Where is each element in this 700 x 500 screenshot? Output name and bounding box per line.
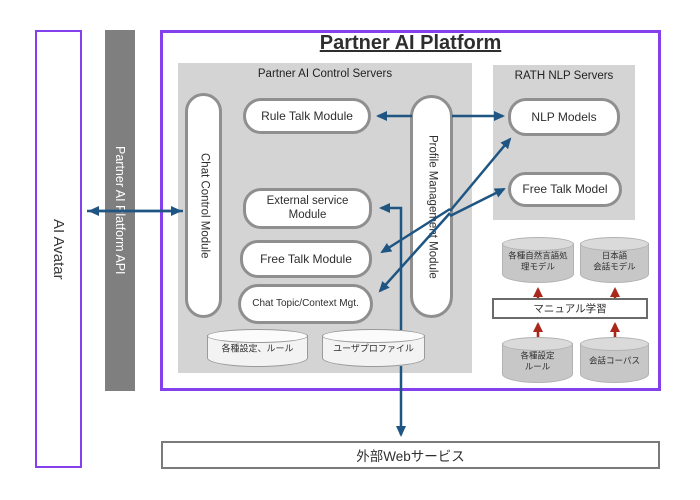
cylinder-top (322, 329, 425, 343)
control-servers-title: Partner AI Control Servers (257, 68, 393, 80)
conversation-corpus-label: 会話コーパス (589, 355, 640, 366)
japanese-model-datastore: 日本語 会話モデル (580, 237, 649, 283)
ai-avatar-box: AI Avatar (35, 30, 82, 468)
nlp-model-datastore-label: 各種自然言語処 理モデル (508, 250, 568, 271)
settings-rules-source-label: 各種設定 ルール (520, 350, 555, 371)
chat-control-module-label: Chat Control Module (198, 152, 211, 259)
cylinder-top (580, 237, 649, 251)
external-service-module-label: External service Module (266, 194, 349, 221)
settings-rules-source-datastore: 各種設定 ルール (502, 337, 573, 383)
cylinder-top (502, 237, 574, 251)
free-talk-module-label: Free Talk Module (260, 251, 352, 266)
nlp-models-module: NLP Models (508, 98, 620, 136)
user-profile-datastore-label: ユーザプロファイル (333, 343, 414, 354)
free-talk-model-label: Free Talk Model (522, 182, 608, 197)
chat-topic-module-label: Chat Topic/Context Mgt. (252, 298, 359, 309)
free-talk-model-module: Free Talk Model (508, 172, 622, 207)
cylinder-top (580, 337, 649, 351)
chat-control-module: Chat Control Module (185, 93, 222, 318)
free-talk-module: Free Talk Module (240, 240, 372, 278)
rule-talk-module: Rule Talk Module (243, 98, 371, 134)
external-web-services-box: 外部Webサービス (161, 441, 660, 469)
rule-talk-module-label: Rule Talk Module (261, 108, 353, 123)
external-web-services-label: 外部Webサービス (356, 449, 465, 464)
ai-avatar-label: AI Avatar (50, 218, 67, 280)
japanese-model-datastore-label: 日本語 会話モデル (593, 250, 636, 271)
nlp-models-label: NLP Models (531, 109, 597, 124)
settings-rules-datastore: 各種設定、ルール (207, 329, 308, 367)
platform-title: Partner AI Platform (319, 32, 502, 54)
rath-nlp-servers-title: RATH NLP Servers (514, 70, 614, 82)
settings-rules-datastore-label: 各種設定、ルール (221, 343, 294, 354)
manual-learning-box: マニュアル学習 (492, 298, 648, 319)
conversation-corpus-datastore: 会話コーパス (580, 337, 649, 383)
chat-topic-module: Chat Topic/Context Mgt. (238, 284, 373, 324)
manual-learning-label: マニュアル学習 (533, 303, 607, 315)
api-bar: Partner AI Platform API (105, 30, 135, 391)
cylinder-top (207, 329, 308, 343)
user-profile-datastore: ユーザプロファイル (322, 329, 425, 367)
external-service-module: External service Module (243, 188, 372, 229)
cylinder-top (502, 337, 573, 351)
api-bar-label: Partner AI Platform API (113, 146, 127, 275)
nlp-model-datastore: 各種自然言語処 理モデル (502, 237, 574, 283)
profile-management-module: Profile Management Module (410, 95, 453, 318)
profile-management-module-label: Profile Management Module (426, 134, 439, 279)
